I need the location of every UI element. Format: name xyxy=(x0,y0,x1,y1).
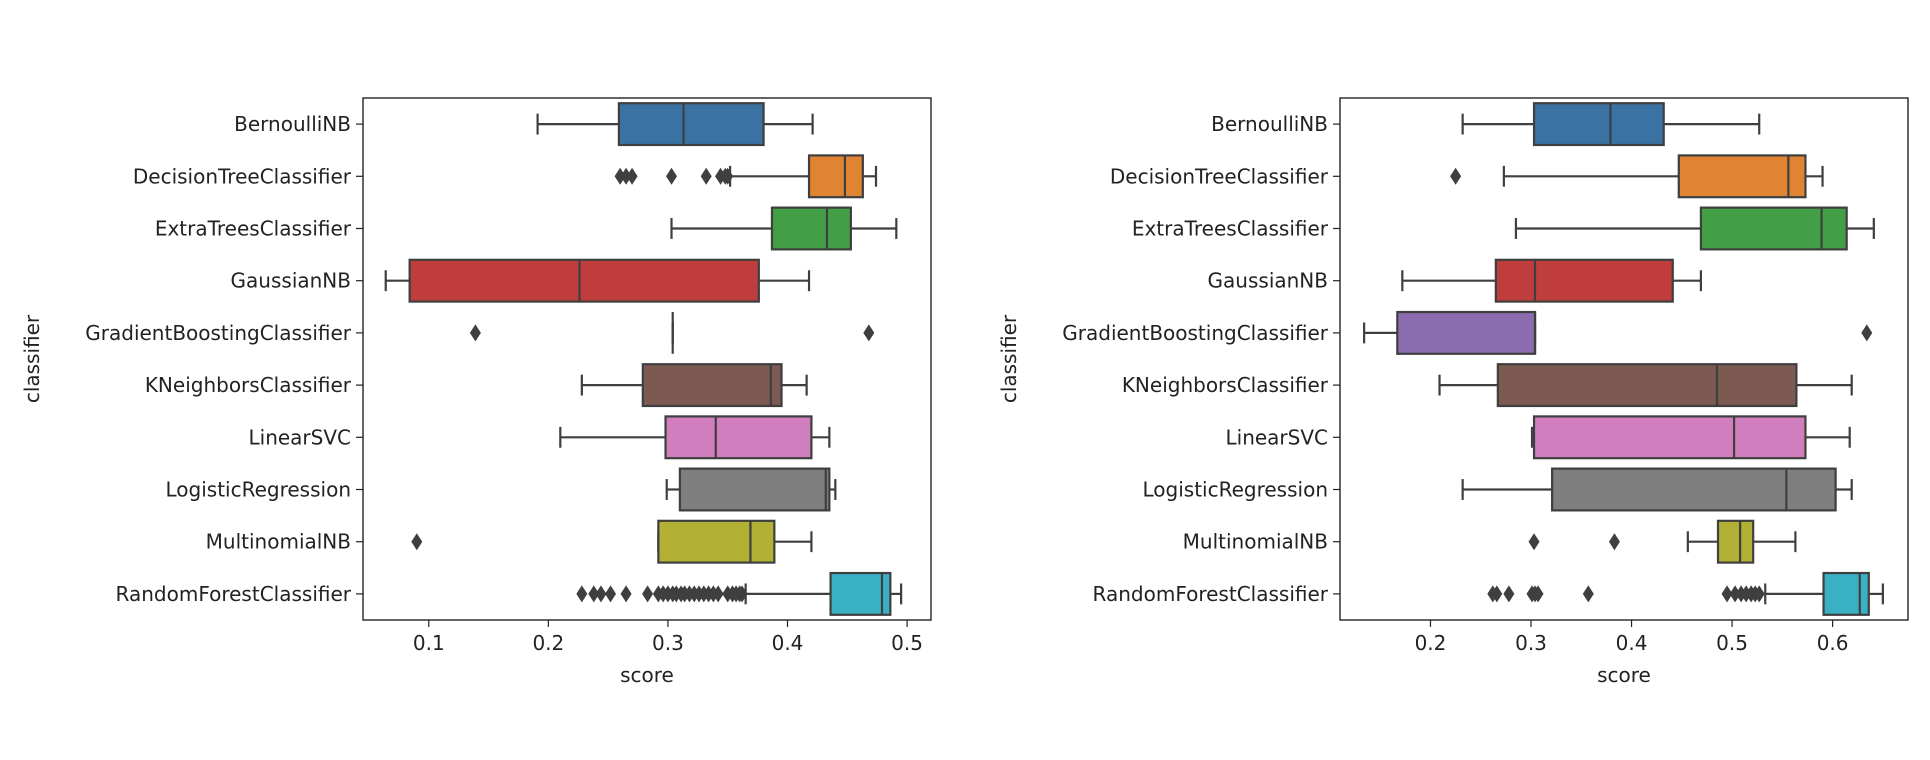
left-y-tick-label: ExtraTreesClassifier xyxy=(155,217,352,241)
right-kneighborsclassifier-box xyxy=(1496,363,1798,408)
right-extratreesclassifier-box xyxy=(1699,206,1848,251)
left-y-tick-label: KNeighborsClassifier xyxy=(145,373,352,397)
left-multinomialnb-outlier xyxy=(411,533,423,551)
left-x-axis-label: score xyxy=(620,663,674,687)
right-randomforestclassifier-box xyxy=(1822,571,1870,616)
left-decisiontreeclassifier-outlier xyxy=(666,167,678,185)
right-y-tick-label: RandomForestClassifier xyxy=(1093,582,1329,606)
right-randomforestclassifier-outlier xyxy=(1503,585,1515,603)
right-decisiontreeclassifier-outlier xyxy=(1450,167,1462,185)
right-gaussiannb-box xyxy=(1494,258,1674,303)
left-axes-frame xyxy=(362,97,932,621)
right-x-axis-label: score xyxy=(1597,663,1651,687)
right-randomforestclassifier-outlier xyxy=(1721,585,1733,603)
right-boxplot-panel: 0.2 0.3 0.4 0.5 0.6 BernoulliNB DecisionTreeCl… xyxy=(997,97,1909,687)
left-x-tick-label: 0.3 xyxy=(652,631,684,655)
right-multinomialnb-outlier xyxy=(1608,533,1620,551)
right-randomforestclassifier-outlier xyxy=(1491,585,1503,603)
left-y-tick-label: LinearSVC xyxy=(249,425,352,449)
right-y-tick-label: ExtraTreesClassifier xyxy=(1132,217,1329,241)
left-randomforestclassifier-outlier xyxy=(595,585,607,603)
left-randomforestclassifier-outlier xyxy=(642,585,654,603)
right-y-tick-label: LinearSVC xyxy=(1226,425,1329,449)
left-multinomialnb-box xyxy=(657,519,776,564)
left-y-tick-label: GradientBoostingClassifier xyxy=(85,321,352,345)
left-y-tick-label: RandomForestClassifier xyxy=(116,582,352,606)
left-gaussiannb-box xyxy=(408,258,760,303)
right-x-tick-label: 0.3 xyxy=(1515,631,1547,655)
left-randomforestclassifier-outlier xyxy=(588,585,600,603)
left-x-tick-label: 0.4 xyxy=(772,631,804,655)
right-randomforestclassifier-outlier xyxy=(1582,585,1594,603)
left-decisiontreeclassifier-outlier xyxy=(626,167,638,185)
left-randomforestclassifier-outlier xyxy=(736,585,748,603)
left-y-tick-label: MultinomialNB xyxy=(206,530,351,554)
right-y-tick-label: GaussianNB xyxy=(1208,269,1328,293)
left-x-tick-label: 0.2 xyxy=(532,631,564,655)
right-multinomialnb-outlier xyxy=(1528,533,1540,551)
left-boxplot-panel: 0.1 0.2 0.3 0.4 0.5 BernoulliNB DecisionTreeCl… xyxy=(20,97,932,687)
right-y-tick-label: LogisticRegression xyxy=(1143,478,1329,502)
right-x-tick-label: 0.4 xyxy=(1616,631,1648,655)
right-axes-frame xyxy=(1339,97,1909,621)
left-y-tick-label: GaussianNB xyxy=(231,269,351,293)
left-gradientboostingclassifier-outlier xyxy=(863,324,875,342)
left-extratreesclassifier-box xyxy=(770,206,852,251)
left-plot-marks: 0.1 0.2 0.3 0.4 0.5 BernoulliNB DecisionTreeCl… xyxy=(85,102,923,655)
left-decisiontreeclassifier-outlier xyxy=(614,167,626,185)
right-multinomialnb-box xyxy=(1716,519,1755,564)
right-y-tick-label: KNeighborsClassifier xyxy=(1122,373,1329,397)
right-randomforestclassifier-outlier xyxy=(1532,585,1544,603)
left-logisticregression-box xyxy=(678,467,831,512)
left-y-tick-label: LogisticRegression xyxy=(166,478,352,502)
right-y-tick-label: GradientBoostingClassifier xyxy=(1062,321,1329,345)
right-y-tick-label: DecisionTreeClassifier xyxy=(1110,164,1329,188)
right-randomforestclassifier-outlier xyxy=(1729,585,1741,603)
left-bernoullinb-box xyxy=(617,102,765,147)
right-y-tick-label: MultinomialNB xyxy=(1183,530,1328,554)
left-kneighborsclassifier-box xyxy=(641,363,783,408)
right-gradientboostingclassifier-box xyxy=(1396,310,1537,355)
left-x-tick-label: 0.1 xyxy=(413,631,445,655)
right-logisticregression-box xyxy=(1551,467,1837,512)
left-randomforestclassifier-outlier xyxy=(605,585,617,603)
left-decisiontreeclassifier-outlier xyxy=(620,167,632,185)
left-gradientboostingclassifier-outlier xyxy=(469,324,481,342)
right-x-tick-label: 0.6 xyxy=(1817,631,1849,655)
right-gradientboostingclassifier-outlier xyxy=(1861,324,1873,342)
left-y-axis-label: classifier xyxy=(20,314,44,403)
left-randomforestclassifier-box xyxy=(829,571,892,616)
left-y-tick-label: BernoulliNB xyxy=(234,112,351,136)
right-y-axis-label: classifier xyxy=(997,314,1021,403)
left-randomforestclassifier-outlier xyxy=(576,585,588,603)
right-randomforestclassifier-outlier xyxy=(1753,585,1765,603)
right-x-tick-label: 0.2 xyxy=(1415,631,1447,655)
right-x-tick-label: 0.5 xyxy=(1716,631,1748,655)
right-decisiontreeclassifier-box xyxy=(1677,154,1807,199)
left-decisiontreeclassifier-outlier xyxy=(722,167,734,185)
left-y-tick-label: DecisionTreeClassifier xyxy=(133,164,352,188)
left-randomforestclassifier-outlier xyxy=(712,585,724,603)
left-x-tick-label: 0.5 xyxy=(891,631,923,655)
left-decisiontreeclassifier-box xyxy=(807,154,864,199)
right-bernoullinb-box xyxy=(1532,102,1665,147)
right-linearsvc-box xyxy=(1532,415,1807,460)
left-decisiontreeclassifier-outlier xyxy=(700,167,712,185)
right-plot-marks: 0.2 0.3 0.4 0.5 0.6 BernoulliNB DecisionTreeCl… xyxy=(1062,102,1884,655)
right-y-tick-label: BernoulliNB xyxy=(1211,112,1328,136)
left-randomforestclassifier-outlier xyxy=(620,585,632,603)
left-linearsvc-box xyxy=(664,415,813,460)
